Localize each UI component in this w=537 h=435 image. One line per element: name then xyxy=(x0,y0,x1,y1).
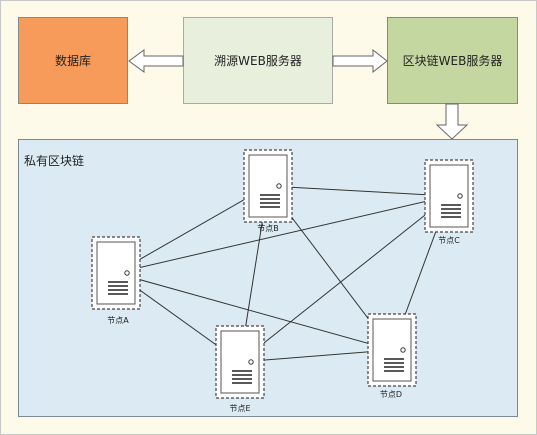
database-box: 数据库 xyxy=(18,17,128,104)
network-nodes: 节点A 节点B 节点C 节点D 节点E xyxy=(91,149,474,413)
link-a-c xyxy=(115,195,450,274)
node-d: 节点D xyxy=(367,313,417,399)
node-e-label: 节点E xyxy=(229,404,250,413)
server-led-icon xyxy=(124,270,130,276)
link-e-d xyxy=(239,349,393,363)
node-b: 节点B xyxy=(243,149,293,233)
trace-web-server-label: 溯源WEB服务器 xyxy=(214,54,302,68)
arrow-trace-to-blockchain xyxy=(332,48,388,74)
database-label: 数据库 xyxy=(54,54,91,68)
link-a-b xyxy=(115,185,269,274)
link-c-e xyxy=(239,195,450,363)
server-led-icon xyxy=(457,193,463,199)
node-c-label: 节点C xyxy=(438,236,460,245)
link-a-d xyxy=(115,272,393,351)
node-d-label: 节点D xyxy=(380,390,402,399)
node-b-label: 节点B xyxy=(257,224,279,233)
link-b-c xyxy=(267,185,450,197)
arrow-blockchain-to-private-chain xyxy=(435,103,469,140)
node-c: 节点C xyxy=(424,159,474,245)
private-blockchain-title: 私有区块链 xyxy=(24,154,85,168)
node-a: 节点A xyxy=(91,236,141,325)
server-led-icon xyxy=(400,347,406,353)
node-e: 节点E xyxy=(215,325,265,413)
arrow-trace-to-database xyxy=(128,49,184,73)
node-a-label: 节点A xyxy=(107,316,129,325)
server-led-icon xyxy=(276,183,282,189)
blockchain-web-server-label: 区块链WEB服务器 xyxy=(402,54,503,68)
server-led-icon xyxy=(248,359,254,365)
